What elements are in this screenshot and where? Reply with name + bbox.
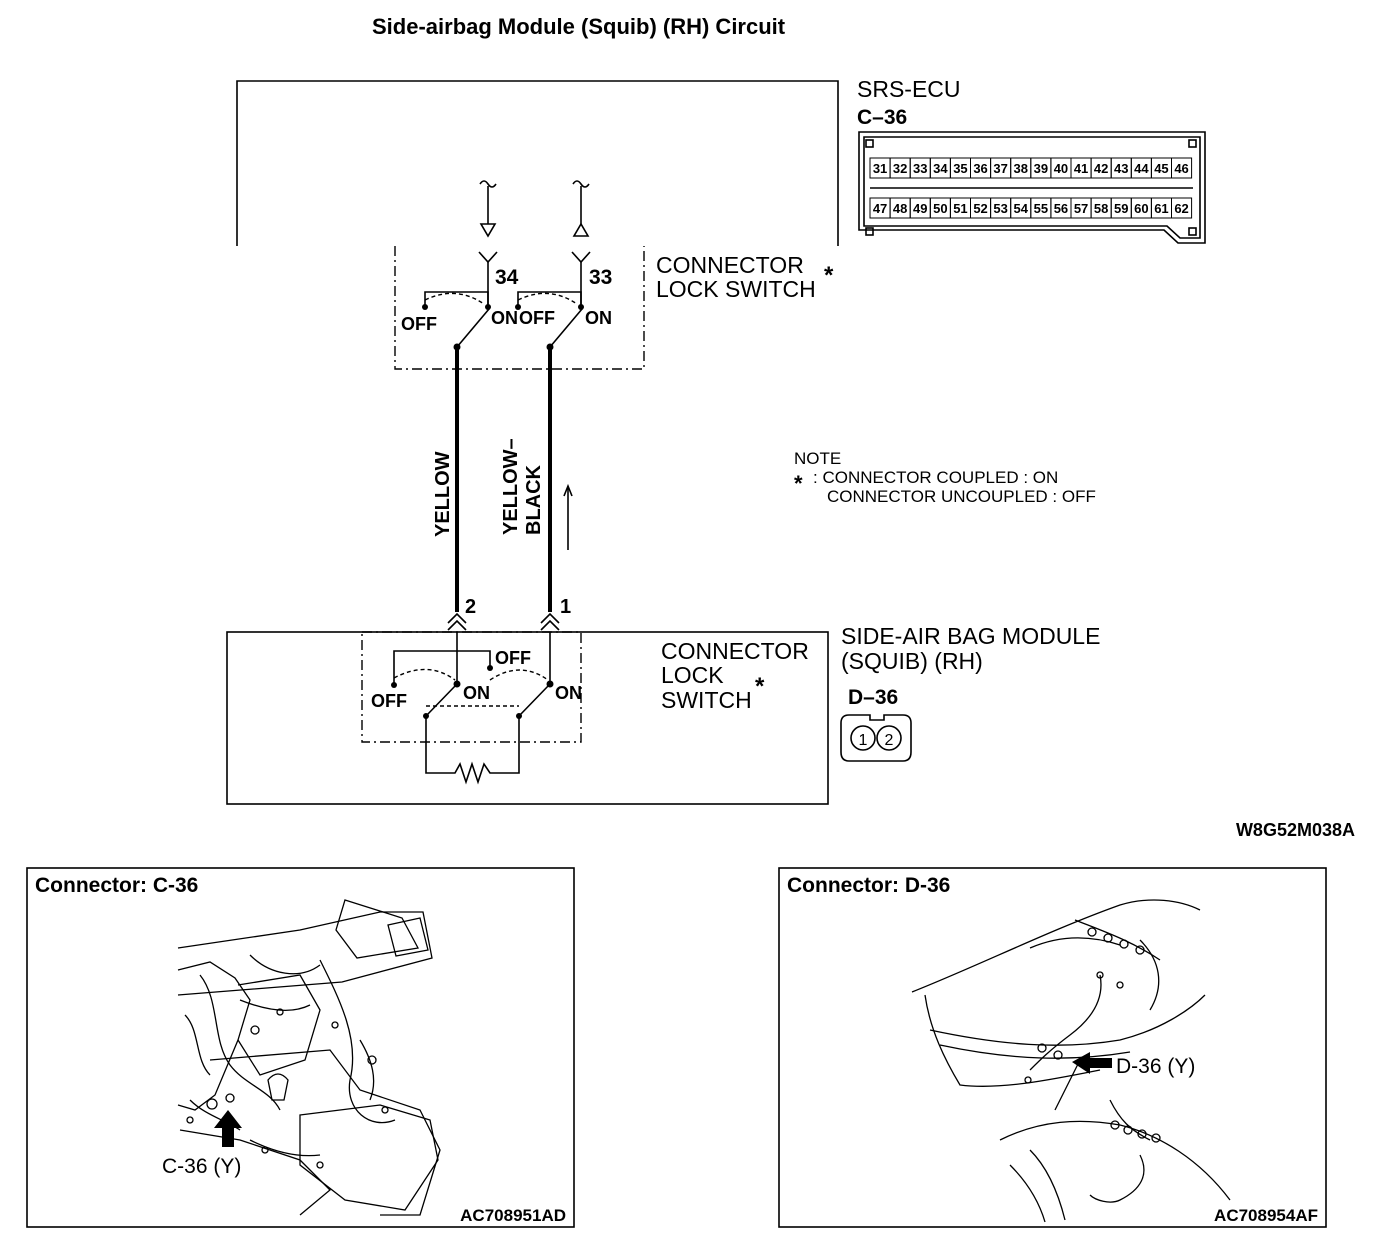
module-switch-label-line2: LOCK (661, 662, 724, 688)
note-asterisk: * (794, 471, 803, 496)
c36-locator-arrow (214, 1110, 242, 1147)
pin-number: 59 (1114, 201, 1128, 216)
note-heading: NOTE (794, 449, 841, 468)
module-switch-boundary (361, 631, 582, 743)
pin-number: 56 (1054, 201, 1068, 216)
srs-ecu-box (236, 80, 839, 246)
d36-pin-2: 2 (885, 732, 894, 749)
ecu-switch-asterisk: * (824, 262, 834, 289)
d36-callout: D-36 (Y) (1116, 1055, 1195, 1078)
module-lock-switch-right (487, 665, 554, 719)
pin-number: 33 (913, 161, 927, 176)
pin-number: 55 (1034, 201, 1048, 216)
module-pin-2-label: 2 (465, 596, 476, 618)
pin-number: 58 (1094, 201, 1108, 216)
module-name-line1: SIDE-AIR BAG MODULE (841, 623, 1100, 649)
pin-number: 47 (873, 201, 887, 216)
pin-number: 44 (1134, 161, 1149, 176)
quarter-panel-illustration (911, 899, 1231, 1223)
pin-number: 50 (933, 201, 947, 216)
c36-connector-face: 31 32 33 34 35 36 37 38 39 40 41 42 43 44 45 46 47 48 49 5… (858, 131, 1206, 244)
ecu-switch-boundary (394, 246, 645, 370)
pin-number: 31 (873, 161, 887, 176)
module-lock-switch-left (391, 650, 491, 719)
note-line2: CONNECTOR UNCOUPLED : OFF (827, 487, 1096, 506)
ecu-name: SRS-ECU (857, 76, 961, 102)
pin-number: 34 (933, 161, 948, 176)
pin-number: 52 (973, 201, 987, 216)
pin-cell (1171, 157, 1193, 179)
pin-number: 45 (1154, 161, 1168, 176)
c36-callout: C-36 (Y) (162, 1155, 241, 1178)
module-connector-label: D–36 (848, 686, 898, 709)
module-switch-label-line3: SWITCH (661, 687, 752, 713)
d36-connector-face: 1 2 (840, 714, 912, 762)
ecu-internal-symbols (479, 180, 590, 238)
d36-panel-title: Connector: D-36 (787, 874, 950, 897)
pin-number: 54 (1014, 201, 1029, 216)
figure-code: W8G52M038A (1236, 820, 1355, 840)
pin-number: 38 (1014, 161, 1028, 176)
module-switch-label-line1: CONNECTOR (661, 638, 809, 664)
ecu-connector-label: C–36 (857, 106, 907, 129)
pin-number: 46 (1174, 161, 1188, 176)
pin-number: 36 (973, 161, 987, 176)
module-switch-asterisk: * (755, 673, 765, 700)
connector-c36-panel (26, 867, 575, 1228)
module-name-line2: (SQUIB) (RH) (841, 648, 983, 674)
module-switch-off-top: OFF (495, 648, 531, 668)
c36-panel-code: AC708951AD (460, 1206, 566, 1225)
module-switch-on-left: ON (463, 683, 490, 703)
note-line1: : CONNECTOR COUPLED : ON (813, 468, 1058, 487)
pin-number: 60 (1134, 201, 1148, 216)
pin-number: 40 (1054, 161, 1068, 176)
pin-number: 48 (893, 201, 907, 216)
module-switch-on-right: ON (555, 683, 582, 703)
d36-locator-arrow (1072, 1052, 1112, 1074)
c36-panel-title: Connector: C-36 (35, 874, 198, 897)
d36-pin-1: 1 (859, 732, 868, 749)
pin-number: 39 (1034, 161, 1048, 176)
pin-number: 53 (993, 201, 1007, 216)
pin-33-label: 33 (589, 266, 612, 289)
module-switch-off-left: OFF (371, 691, 407, 711)
pin-number: 37 (993, 161, 1007, 176)
pin-number: 62 (1174, 201, 1188, 216)
d36-panel-code: AC708954AF (1214, 1206, 1318, 1225)
module-pin-1-label: 1 (560, 596, 571, 618)
dashboard-illustration (177, 899, 441, 1216)
pin-number: 42 (1094, 161, 1108, 176)
ecu-switch-label-line1: CONNECTOR (656, 252, 804, 278)
wire-color-yellow-black-line2: BLACK (523, 464, 545, 535)
pin-number: 41 (1074, 161, 1088, 176)
pin-number: 61 (1154, 201, 1168, 216)
ecu-switch-off-right: OFF (519, 308, 555, 328)
module-terminal-2 (447, 612, 467, 631)
squib-resistor (425, 716, 520, 785)
current-flow-arrow (563, 483, 573, 550)
ecu-switch-on-left: ON (491, 308, 518, 328)
pin-34-label: 34 (495, 266, 519, 289)
wire-color-yellow: YELLOW (432, 451, 454, 537)
ecu-switch-on-right: ON (585, 308, 612, 328)
pin-number: 35 (953, 161, 967, 176)
ecu-switch-off-left: OFF (401, 314, 437, 334)
pin-cell (1171, 197, 1193, 219)
pin-number: 32 (893, 161, 907, 176)
ecu-switch-label-line2: LOCK SWITCH (656, 276, 816, 302)
wire-color-yellow-black-line1: YELLOW– (500, 438, 522, 535)
pin-number: 57 (1074, 201, 1088, 216)
pin-number: 49 (913, 201, 927, 216)
diagram-title: Side-airbag Module (Squib) (RH) Circuit (372, 14, 786, 39)
connector-d36-panel (778, 867, 1327, 1228)
pin-number: 43 (1114, 161, 1128, 176)
pin-number: 51 (953, 201, 967, 216)
module-terminal-1 (540, 612, 560, 631)
